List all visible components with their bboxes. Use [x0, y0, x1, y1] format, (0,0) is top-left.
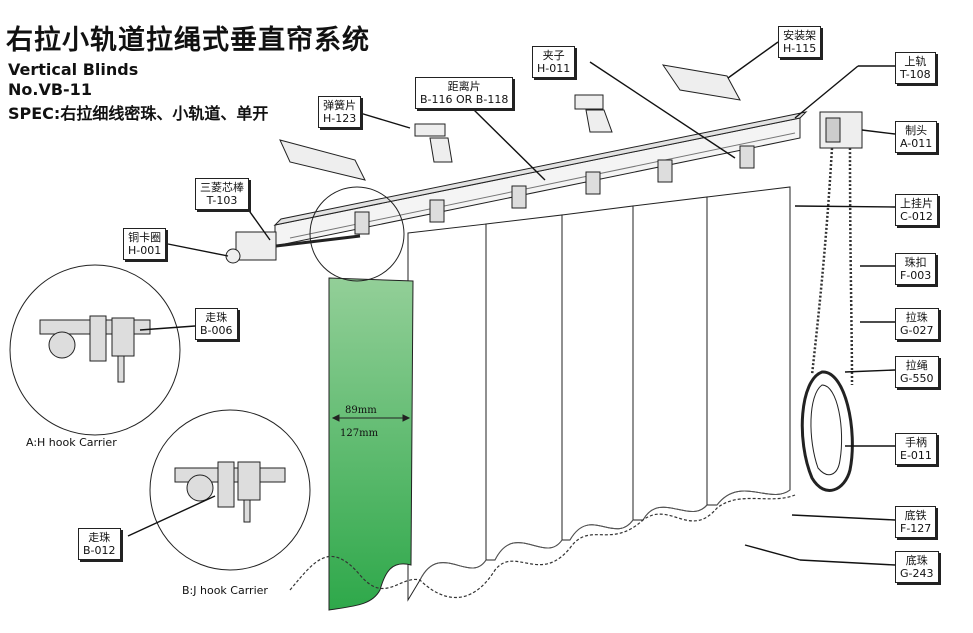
label-pull-bead: 拉珠 G-027: [895, 308, 939, 340]
label-name: 底铁: [904, 509, 927, 522]
label-code: A-011: [900, 137, 933, 150]
label-name: 珠扣: [904, 256, 927, 269]
clip-part: [574, 94, 613, 133]
title: 右拉小轨道拉绳式垂直帘系统: [6, 25, 370, 56]
label-name: 铜卡圈: [128, 231, 162, 244]
label-spacer: 距离片 B-116 OR B-118: [415, 77, 514, 109]
tilt-rod-end: [225, 231, 361, 264]
label-code: G-550: [900, 372, 934, 385]
label-code: F-127: [900, 522, 932, 535]
highlight-slat: [328, 277, 414, 611]
label-name: 拉绳: [905, 359, 928, 372]
spec-line: SPEC:右拉细线密珠、小轨道、单开: [8, 104, 269, 123]
label-code: C-012: [900, 210, 933, 223]
label-name: 制头: [905, 124, 928, 137]
label-name: 三菱芯棒: [200, 181, 244, 194]
label-carrier-h: 走珠 B-006: [195, 308, 238, 340]
dimension-89mm: 89mm: [345, 405, 377, 416]
label-hanger: 上挂片 C-012: [895, 194, 938, 226]
leader-lines: [127, 41, 896, 566]
slat: [632, 196, 708, 521]
label-control-head: 制头 A-011: [895, 121, 938, 153]
detail-b-drawing: [174, 461, 286, 523]
slat: [706, 186, 791, 506]
label-carrier-j: 走珠 B-012: [78, 528, 121, 560]
label-name: 上挂片: [900, 197, 933, 210]
label-bottom-weight: 底铁 F-127: [895, 506, 937, 538]
label-name: 走珠: [88, 531, 111, 544]
caption-detail-b: B:J hook Carrier: [182, 584, 268, 597]
label-name: 夹子: [542, 49, 565, 62]
bottom-chain: [289, 494, 796, 598]
label-mount-bracket: 安装架 H-115: [778, 26, 822, 58]
label-code: E-011: [900, 449, 932, 462]
label-bead-buckle: 珠扣 F-003: [895, 253, 937, 285]
caption-detail-a: A:H hook Carrier: [26, 436, 117, 449]
head-rail: [273, 111, 808, 247]
magnifier-circle: [309, 186, 405, 282]
label-code: H-115: [783, 42, 817, 55]
label-name: 手柄: [904, 436, 927, 449]
label-copper-ring: 铜卡圈 H-001: [123, 228, 167, 260]
slat: [561, 205, 634, 541]
label-name: 底珠: [905, 554, 928, 567]
label-code: H-001: [128, 244, 162, 257]
label-code: F-003: [900, 269, 932, 282]
detail-a-drawing: [39, 315, 151, 383]
label-code: G-243: [900, 567, 934, 580]
label-clip: 夹子 H-011: [532, 46, 576, 78]
label-name: 上轨: [904, 55, 927, 68]
model-number: No.VB-11: [8, 80, 92, 99]
slats: [407, 186, 791, 602]
label-code: T-103: [206, 194, 238, 207]
label-tilt-rod: 三菱芯棒 T-103: [195, 178, 249, 210]
label-head-rail: 上轨 T-108: [895, 52, 936, 84]
label-code: B-012: [83, 544, 116, 557]
spring-plate-part: [414, 123, 453, 163]
mount-bracket-part: [279, 64, 741, 181]
label-name: 拉珠: [905, 311, 928, 324]
label-name: 弹簧片: [323, 99, 357, 112]
label-pull-cord: 拉绳 G-550: [895, 356, 939, 388]
label-code: T-108: [900, 68, 931, 81]
label-spring-plate: 弹簧片 H-123: [318, 96, 362, 128]
label-name: 安装架: [783, 29, 817, 42]
carriers: [354, 145, 755, 235]
label-code: H-123: [323, 112, 357, 125]
label-code: B-116 OR B-118: [420, 93, 509, 106]
label-bottom-chain: 底珠 G-243: [895, 551, 939, 583]
handle-shape: [800, 370, 854, 492]
bead-chains: [810, 147, 854, 386]
label-code: H-011: [537, 62, 571, 75]
label-name: 走珠: [205, 311, 228, 324]
label-code: G-027: [900, 324, 934, 337]
dimension-127mm: 127mm: [340, 428, 379, 439]
slat: [407, 223, 487, 602]
subtitle-en: Vertical Blinds: [8, 60, 139, 79]
dimension-lines: [331, 414, 411, 422]
slat: [485, 214, 563, 561]
control-head: [819, 111, 863, 149]
label-code: B-006: [200, 324, 233, 337]
label-name: 距离片: [447, 80, 481, 93]
label-handle: 手柄 E-011: [895, 433, 937, 465]
